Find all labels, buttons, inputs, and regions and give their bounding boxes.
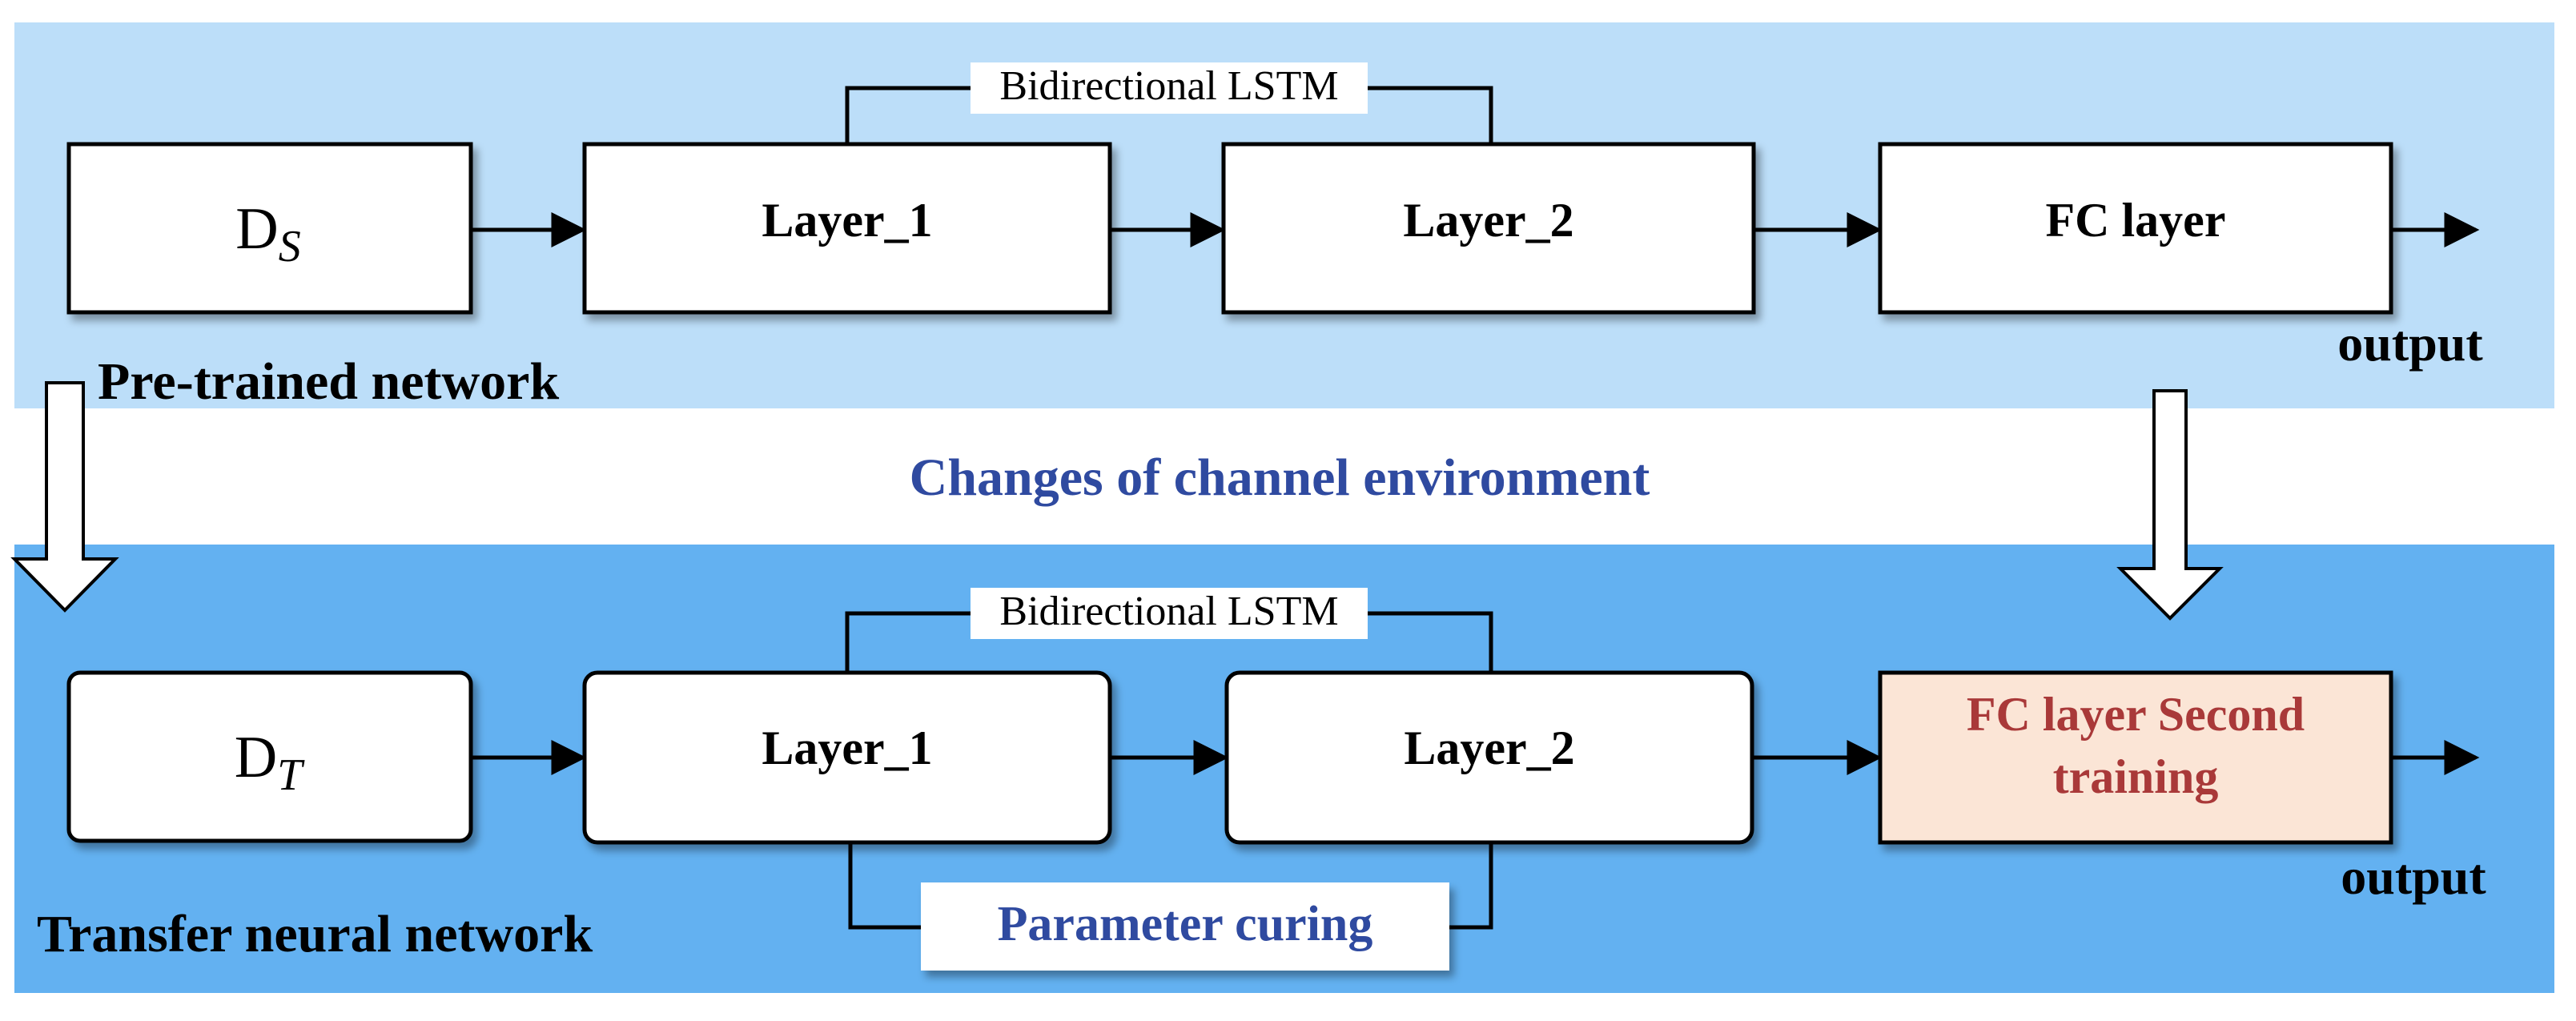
fc-second-training-line1: FC layer Second — [1967, 688, 2305, 741]
bilstm-label-bottom: Bidirectional LSTM — [999, 589, 1338, 634]
input-box-ds-label: DS — [235, 196, 300, 271]
bilstm-label-top: Bidirectional LSTM — [999, 63, 1338, 109]
dt-subscript: T — [277, 750, 305, 800]
output-label-bottom: output — [2341, 848, 2486, 905]
output-label-top: output — [2337, 315, 2483, 372]
input-box-dt-label: DT — [235, 725, 305, 800]
dt-main: D — [235, 725, 277, 790]
layer2-label-bottom: Layer_2 — [1404, 722, 1574, 774]
fc-second-training-line2: training — [2053, 750, 2219, 803]
curing-label: Parameter curing — [998, 897, 1373, 951]
hollow-down-arrow-right — [2116, 389, 2224, 621]
layer2-label-top: Layer_2 — [1403, 194, 1573, 247]
ds-subscript: S — [279, 222, 301, 271]
channel-change-caption: Changes of channel environment — [910, 448, 1650, 507]
fc-label-top: FC layer — [2046, 194, 2226, 247]
transfer-network-label: Transfer neural network — [37, 905, 593, 963]
fc-second-training-box — [1878, 670, 2393, 845]
ds-main: D — [235, 196, 278, 262]
curing-label-box — [921, 882, 1449, 971]
layer2-box-top — [1221, 142, 1756, 315]
bilstm-label-bg-top — [971, 62, 1368, 114]
hollow-down-arrow-left — [10, 381, 119, 613]
layer1-label-top: Layer_1 — [762, 194, 932, 247]
fc-box-top — [1878, 142, 2393, 315]
pretrained-network-label: Pre-trained network — [98, 352, 559, 411]
bilstm-label-bg-bottom — [971, 588, 1368, 639]
layer1-label-bottom: Layer_1 — [762, 722, 932, 774]
layer1-box-top — [582, 142, 1112, 315]
